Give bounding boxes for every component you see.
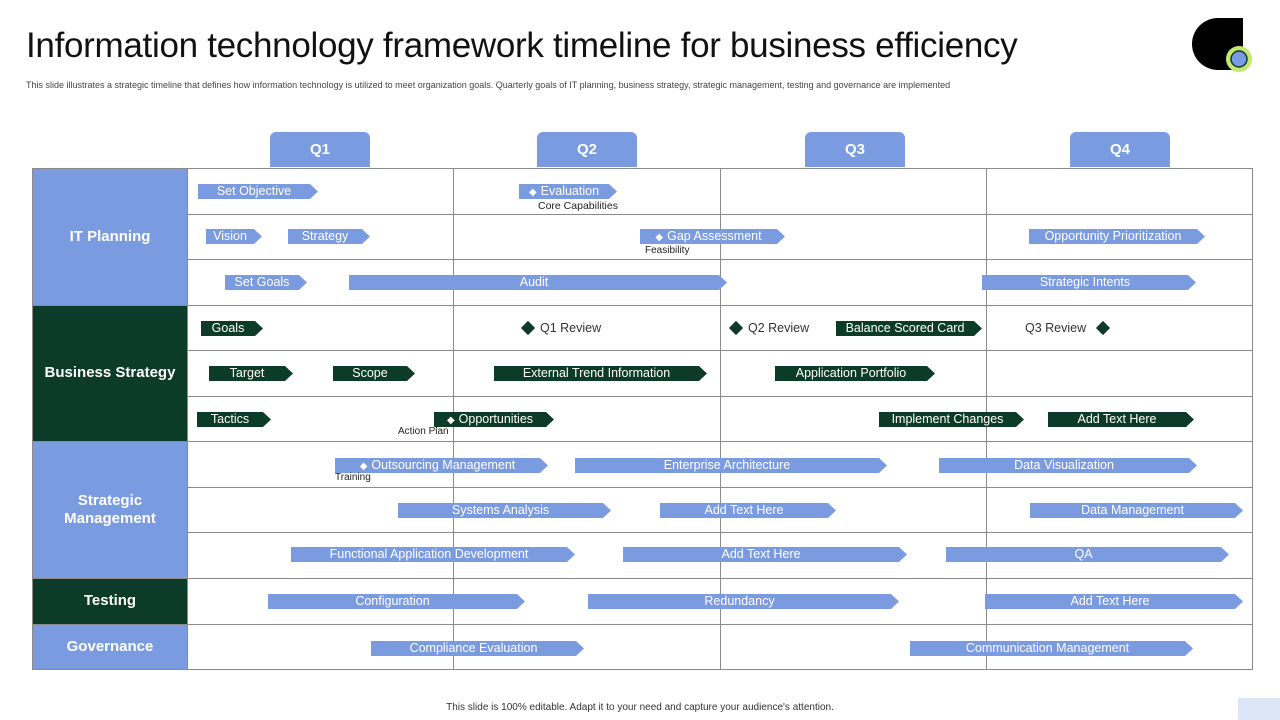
diamond-icon: ◆ <box>446 415 455 426</box>
diamond-icon <box>728 320 744 336</box>
timeline-bar-configuration: Configuration <box>268 594 525 609</box>
timeline-bar-tactics: Tactics <box>197 412 271 427</box>
diamond-icon: ◆ <box>655 232 664 243</box>
timeline-bar-opportunities: ◆Opportunities <box>434 412 554 427</box>
timeline-bar-goals: Goals <box>201 321 263 336</box>
timeline-bar-qa: QA <box>946 547 1229 562</box>
page-subtitle: This slide illustrates a strategic timel… <box>26 80 951 90</box>
logo-icon <box>1192 18 1252 72</box>
timeline-bar-implement-changes: Implement Changes <box>879 412 1024 427</box>
timeline-bar-functional-application-development: Functional Application Development <box>291 547 575 562</box>
quarter-header-q4: Q4 <box>1070 132 1170 167</box>
timeline-bar-strategic-intents: Strategic Intents <box>982 275 1196 290</box>
timeline-bar-target: Target <box>209 366 293 381</box>
timeline-bar-add-text-here: Add Text Here <box>1048 412 1194 427</box>
milestone-q3-review: Q3 Review <box>1025 320 1111 336</box>
note-core-capabilities: Core Capabilities <box>538 200 618 212</box>
note-action-plan: Action Plan <box>398 426 449 437</box>
timeline-grid <box>32 168 1253 670</box>
timeline-bar-opportunity-prioritization: Opportunity Prioritization <box>1029 229 1205 244</box>
column-divider <box>720 168 721 670</box>
timeline-bar-data-visualization: Data Visualization <box>939 458 1197 473</box>
timeline-bar-redundancy: Redundancy <box>588 594 899 609</box>
diamond-icon <box>520 320 536 336</box>
category-business-strategy: Business Strategy <box>33 305 187 441</box>
quarter-header-q3: Q3 <box>805 132 905 167</box>
timeline-bar-enterprise-architecture: Enterprise Architecture <box>575 458 887 473</box>
timeline-bar-external-trend-information: External Trend Information <box>494 366 707 381</box>
timeline-bar-systems-analysis: Systems Analysis <box>398 503 611 518</box>
timeline-bar-add-text-here: Add Text Here <box>660 503 836 518</box>
timeline-bar-add-text-here: Add Text Here <box>623 547 907 562</box>
timeline-bar-set-objective: Set Objective <box>198 184 318 199</box>
quarter-header-q1: Q1 <box>270 132 370 167</box>
footer-note: This slide is 100% editable. Adapt it to… <box>446 702 834 713</box>
timeline-bar-strategy: Strategy <box>288 229 370 244</box>
timeline-bar-set-goals: Set Goals <box>225 275 307 290</box>
category-divider <box>33 578 187 579</box>
category-strategic-management: Strategic Management <box>33 441 187 578</box>
milestone-q2-review: Q2 Review <box>728 320 809 336</box>
timeline-bar-data-management: Data Management <box>1030 503 1243 518</box>
diamond-icon <box>1096 320 1111 336</box>
timeline-bar-add-text-here: Add Text Here <box>985 594 1243 609</box>
category-it-planning: IT Planning <box>33 169 187 305</box>
category-divider <box>33 624 187 625</box>
category-divider <box>33 305 187 306</box>
category-testing: Testing <box>33 578 187 624</box>
note-training: Training <box>335 472 371 483</box>
timeline-bar-audit: Audit <box>349 275 727 290</box>
timeline-bar-outsourcing-management: ◆Outsourcing Management <box>335 458 548 473</box>
timeline-bar-vision: Vision <box>206 229 262 244</box>
column-divider <box>187 168 188 670</box>
quarter-header-q2: Q2 <box>537 132 637 167</box>
category-divider <box>33 441 187 442</box>
timeline-bar-evaluation: ◆Evaluation <box>519 184 617 199</box>
timeline-bar-application-portfolio: Application Portfolio <box>775 366 935 381</box>
category-governance: Governance <box>33 624 187 669</box>
timeline-bar-communication-management: Communication Management <box>910 641 1193 656</box>
diamond-icon: ◆ <box>528 187 537 198</box>
corner-tab <box>1238 698 1280 720</box>
timeline-bar-balance-scored-card: Balance Scored Card <box>836 321 982 336</box>
page-title: Information technology framework timelin… <box>26 26 1018 65</box>
note-feasibility: Feasibility <box>645 245 690 256</box>
timeline-bar-compliance-evaluation: Compliance Evaluation <box>371 641 584 656</box>
timeline-bar-gap-assessment: ◆Gap Assessment <box>640 229 785 244</box>
timeline-bar-scope: Scope <box>333 366 415 381</box>
milestone-q1-review: Q1 Review <box>520 320 601 336</box>
diamond-icon: ◆ <box>359 461 368 472</box>
